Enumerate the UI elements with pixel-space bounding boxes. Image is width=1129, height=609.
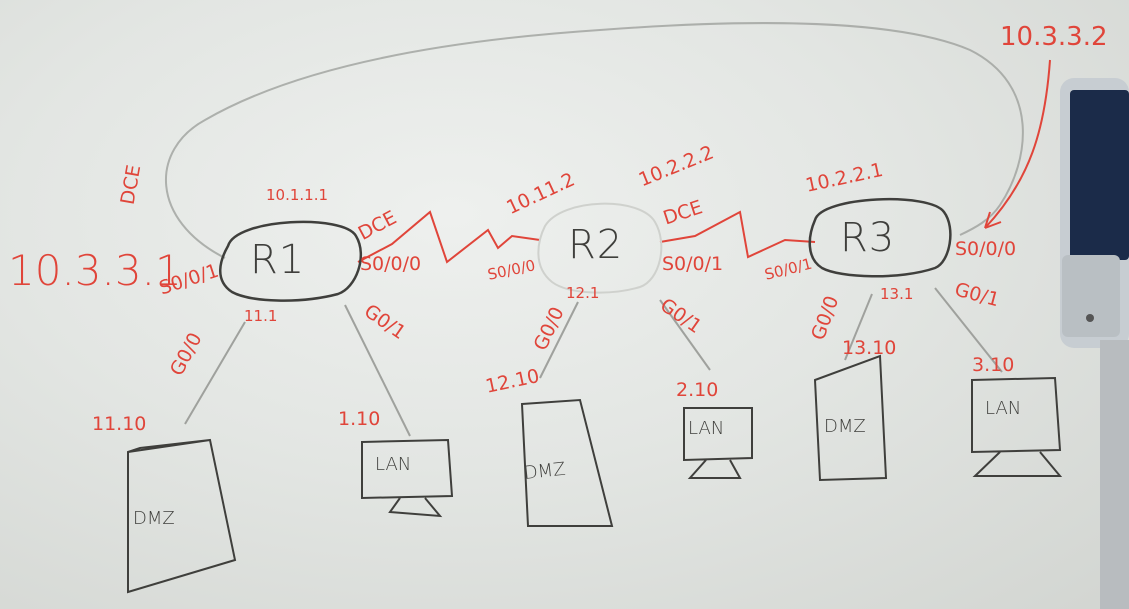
board-frame (1100, 340, 1129, 609)
device-4-kind: LAN (688, 418, 725, 439)
router-r1-label: R1 (250, 237, 306, 283)
device-6-ip: 3.10 (972, 354, 1015, 376)
serial-link-r1-r2 (357, 210, 541, 264)
dmz-server-2 (520, 398, 614, 527)
router-r2-label: R2 (568, 222, 624, 268)
device-4-ip: 2.10 (676, 379, 719, 401)
router-r2-shape (537, 202, 663, 294)
device-1-ip: 11.10 (92, 413, 147, 435)
lan-monitor-2 (683, 407, 753, 479)
serial-link-r2-r3 (659, 210, 816, 259)
r2-s001: S0/0/1 (662, 253, 724, 275)
router-r3-label: R3 (840, 215, 896, 261)
router-r3-shape (808, 198, 952, 278)
device-1-kind: DMZ (133, 508, 175, 529)
device-5-kind: DMZ (824, 416, 866, 437)
device-2-kind: LAN (375, 454, 412, 475)
r1-g00-ip: 11.1 (244, 307, 278, 325)
dmz-server-1 (127, 438, 237, 594)
clip-screw (1086, 314, 1094, 322)
clip-plate (1062, 255, 1120, 337)
serial-link-r1-r3 (164, 22, 1024, 259)
arrow-10-3-3-2 (984, 59, 1051, 229)
device-5-ip: 13.10 (842, 337, 897, 359)
lan-monitor-3 (971, 376, 1063, 477)
r1-ip: 10.1.1.1 (266, 186, 329, 204)
link-r1-g00 (184, 321, 246, 425)
r3-s000: S0/0/0 (955, 238, 1017, 260)
device-6-kind: LAN (985, 398, 1022, 419)
link-r1-g01 (344, 304, 411, 437)
r3-g00-ip: 13.1 (880, 285, 914, 303)
link-r3-g01 (934, 287, 1003, 373)
link-r2-g01 (659, 299, 711, 371)
router-r1-shape (219, 220, 362, 302)
r2-g00-ip: 12.1 (566, 284, 600, 302)
lan-monitor-1 (361, 438, 454, 518)
dmz-server-3 (813, 354, 888, 482)
eraser (1070, 90, 1129, 260)
r1-left-ip: 10.3.3.1 (8, 246, 182, 295)
device-2-ip: 1.10 (338, 408, 381, 430)
link-r2-g00 (539, 301, 579, 379)
r1-s000: S0/0/0 (360, 253, 422, 275)
device-3-kind: DMZ (522, 458, 567, 484)
link-r3-g00 (844, 293, 873, 361)
r3-top-ip: 10.3.3.2 (1000, 22, 1108, 52)
